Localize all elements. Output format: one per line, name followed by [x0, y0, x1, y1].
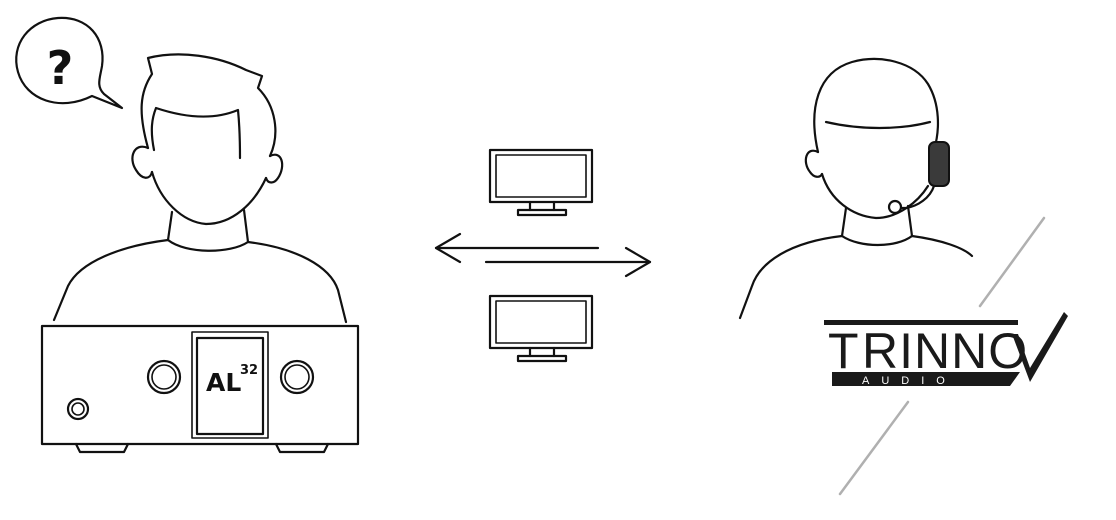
power-button-icon [66, 397, 90, 421]
question-mark: ? [47, 41, 74, 95]
logo-subtitle: AUDIO [862, 375, 957, 387]
processor-device-icon: AL 32 [40, 324, 360, 454]
logo-initial: T [828, 323, 860, 379]
support-agent-icon [738, 57, 974, 320]
trinnov-logo: T RINNO AUDIO [824, 216, 1068, 496]
headset-icon [887, 141, 950, 215]
device-screen [195, 336, 265, 436]
monitor-icon-lower [488, 294, 594, 363]
customer-person-icon [52, 53, 348, 324]
monitor-icon [488, 148, 594, 217]
logo-brand: RINNO [862, 323, 1028, 379]
left-knob-icon [146, 359, 182, 395]
speech-bubble-icon: ? [15, 16, 124, 110]
device-model-superscript: 32 [240, 363, 258, 378]
double-arrow-icon [434, 232, 652, 278]
device-model-label: AL [206, 368, 241, 397]
right-knob-icon [279, 359, 315, 395]
